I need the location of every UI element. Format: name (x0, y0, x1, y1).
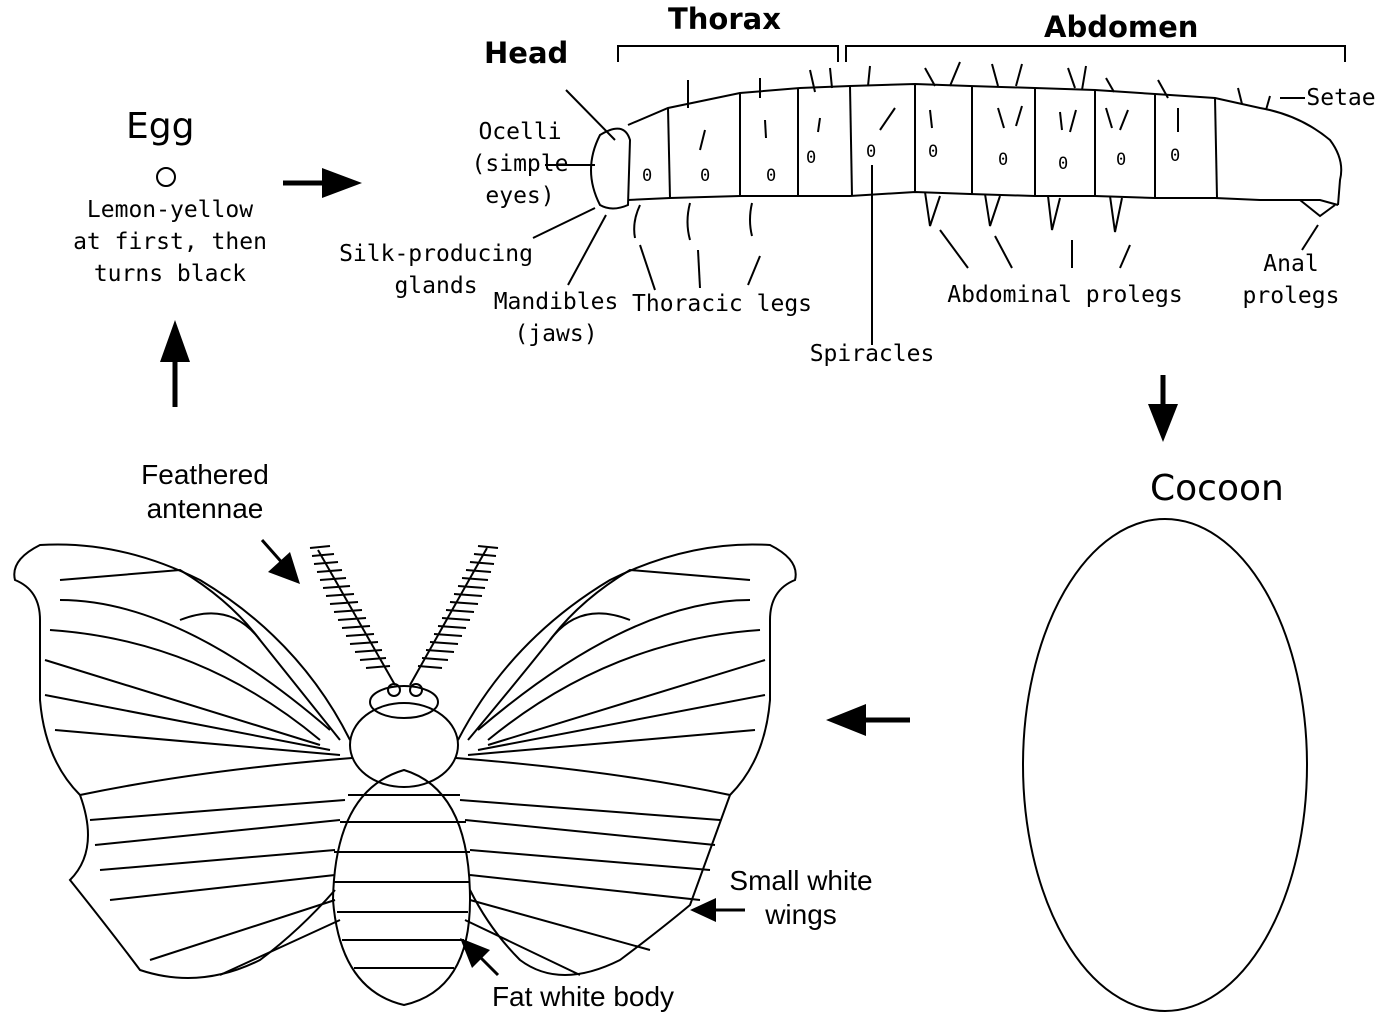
cocoon-shape (1023, 519, 1307, 1011)
antennae-line-1: Feathered (110, 458, 300, 492)
thorax-label: Thorax (668, 2, 781, 36)
abdominal-prolegs-label: Abdominal prolegs (940, 279, 1190, 311)
antennae-line-2: antennae (110, 492, 300, 526)
spiracle-mark: 0 (766, 160, 776, 192)
thoracic-legs-label: Thoracic legs (632, 288, 812, 320)
wings-line-2: wings (716, 898, 886, 932)
arrow-egg-to-larva (283, 168, 362, 198)
egg-note-line-2: at first, then (60, 226, 280, 258)
spiracle-mark: 0 (1058, 148, 1068, 180)
antennae-label: Feathered antennae (110, 458, 300, 526)
mandibles-label: Mandibles (jaws) (486, 286, 626, 350)
mandibles-line-1: Mandibles (486, 286, 626, 318)
spiracles-label: Spiracles (802, 338, 942, 370)
spiracle-mark: 0 (866, 136, 876, 168)
spiracle-mark: 0 (700, 160, 710, 192)
egg-note-line-1: Lemon-yellow (60, 194, 280, 226)
arrow-larva-to-cocoon (1148, 375, 1178, 442)
spiracle-mark: 0 (1116, 144, 1126, 176)
arrow-cocoon-to-moth (826, 704, 910, 736)
spiracle-mark: 0 (998, 144, 1008, 176)
anal-line-2: prolegs (1236, 280, 1346, 312)
cocoon-title: Cocoon (1150, 468, 1284, 509)
ocelli-line-1: Ocelli (460, 116, 580, 148)
wings-line-1: Small white (716, 864, 886, 898)
spiracle-mark: 0 (806, 142, 816, 174)
anal-prolegs-label: Anal prolegs (1236, 248, 1346, 312)
setae-label: Setae (1306, 82, 1376, 114)
moth-drawing (14, 540, 795, 1005)
ocelli-line-2: (simple (460, 148, 580, 180)
silk-line-1: Silk-producing (336, 238, 536, 270)
ocelli-line-3: eyes) (460, 180, 580, 212)
spiracle-mark: 0 (642, 160, 652, 192)
wings-label: Small white wings (716, 864, 886, 932)
mandibles-line-2: (jaws) (486, 318, 626, 350)
egg-note-line-3: turns black (60, 258, 280, 290)
spiracle-mark: 0 (928, 136, 938, 168)
spiracle-mark: 0 (1170, 140, 1180, 172)
body-label: Fat white body (478, 980, 688, 1014)
egg-note: Lemon-yellow at first, then turns black (60, 194, 280, 290)
head-label: Head (484, 36, 568, 70)
arrow-moth-to-egg (160, 320, 190, 407)
egg-title: Egg (126, 106, 194, 147)
anal-line-1: Anal (1236, 248, 1346, 280)
abdomen-label: Abdomen (1044, 10, 1198, 44)
ocelli-label: Ocelli (simple eyes) (460, 116, 580, 212)
egg-shape (157, 168, 175, 186)
